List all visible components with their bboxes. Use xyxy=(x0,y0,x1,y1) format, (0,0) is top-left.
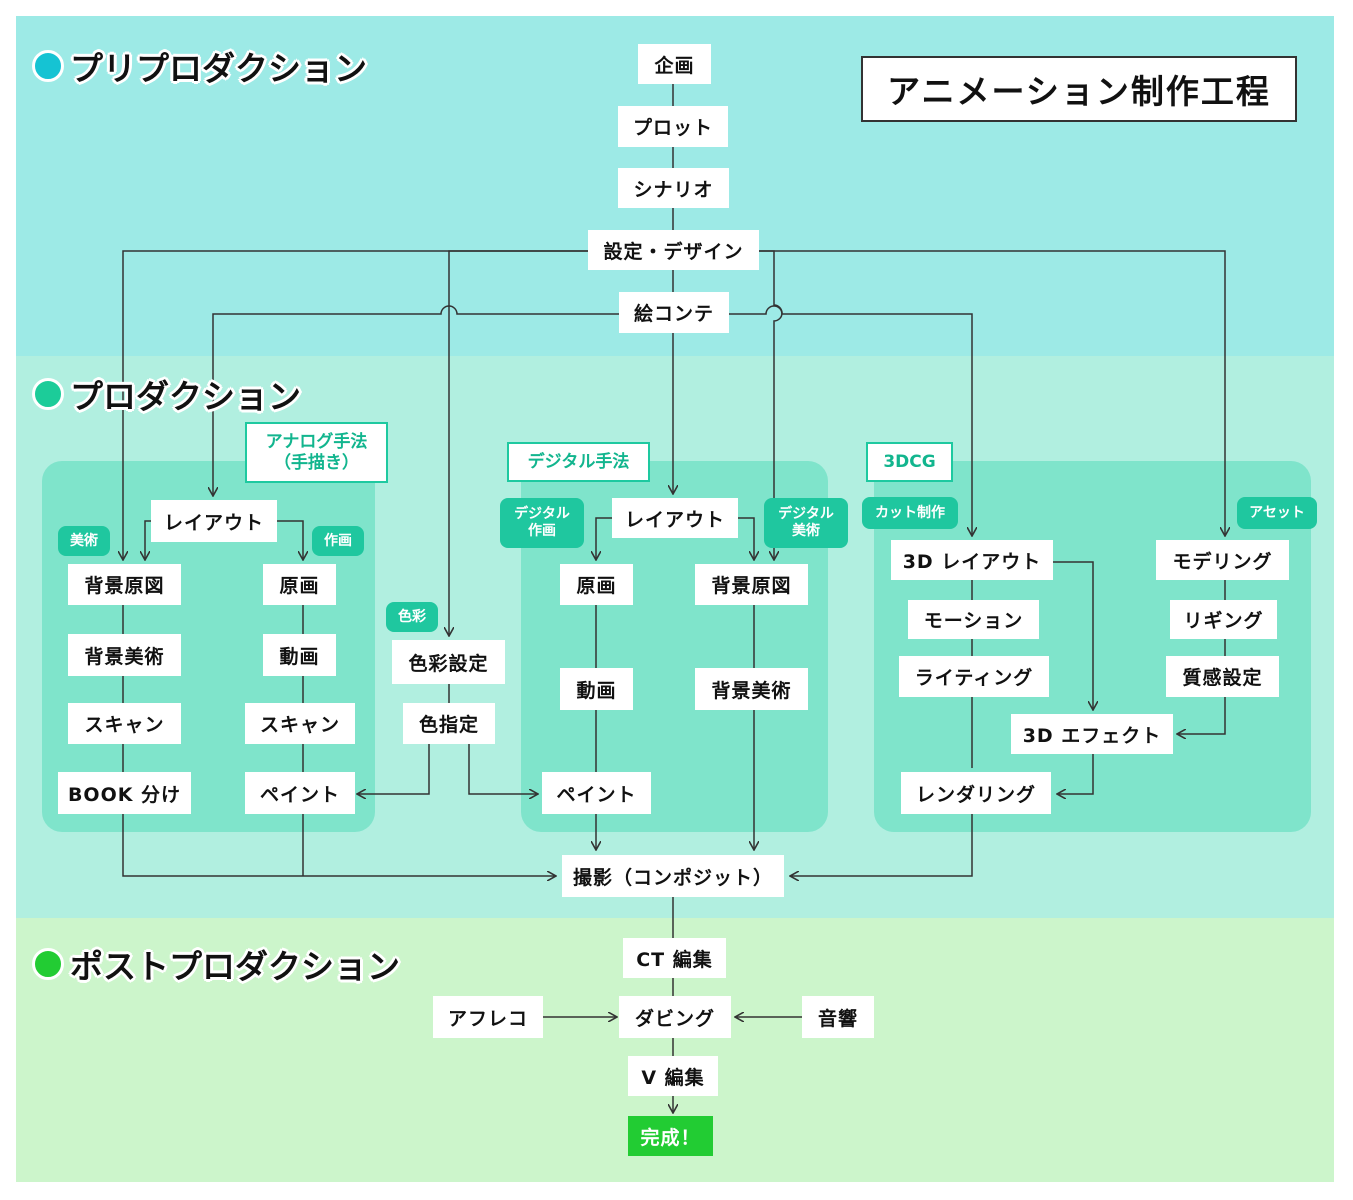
tag-shikisai: 色彩 xyxy=(386,602,438,632)
node-afureko: アフレコ xyxy=(433,996,543,1038)
node-analog-paint: ペイント xyxy=(245,772,355,814)
wire-dlayout-genga xyxy=(596,517,612,560)
wire-settei-model xyxy=(759,250,1225,536)
node-plot: プロット xyxy=(618,106,728,147)
tag-digital-sakuga: デジタル 作画 xyxy=(500,498,584,548)
tag-asset: アセット xyxy=(1237,497,1317,529)
node-v-henshu: V 編集 xyxy=(628,1056,718,1096)
node-analog-douga: 動画 xyxy=(263,634,336,676)
node-3d-layout: 3D レイアウト xyxy=(891,540,1053,580)
wire-ekonte-clayout xyxy=(729,305,972,536)
node-book-wake: BOOK 分け xyxy=(58,772,191,814)
node-scenario: シナリオ xyxy=(618,168,729,208)
phase-preproduction: プリプロダクション xyxy=(32,42,367,90)
node-onkyo: 音響 xyxy=(802,996,874,1038)
node-analog-haikei-bijutsu: 背景美術 xyxy=(68,634,181,676)
node-analog-scan-bg: スキャン xyxy=(68,703,181,744)
node-kikaku: 企画 xyxy=(638,44,711,84)
node-shikisai-settei: 色彩設定 xyxy=(392,640,505,684)
node-analog-genga: 原画 xyxy=(263,564,336,605)
wire-dlayout-haikei xyxy=(738,517,754,560)
tag-sakuga: 作画 xyxy=(312,526,364,556)
wire-cg-satsuei xyxy=(790,814,973,876)
node-ct-henshu: CT 編集 xyxy=(623,938,726,978)
method-digital: デジタル手法 xyxy=(507,442,650,482)
node-digital-genga: 原画 xyxy=(560,564,633,605)
node-digital-douga: 動画 xyxy=(560,668,633,710)
node-digital-haikei-genzu: 背景原図 xyxy=(695,564,808,605)
node-digital-paint: ペイント xyxy=(542,772,651,814)
wire-settei-haikei xyxy=(123,250,588,560)
node-kansei: 完成！ xyxy=(628,1116,713,1156)
node-analog-layout: レイアウト xyxy=(151,500,277,542)
wire-alayout-genga xyxy=(277,520,303,560)
wire-clayout-effect xyxy=(1053,561,1093,710)
node-modeling: モデリング xyxy=(1156,540,1289,580)
node-3d-effect: 3D エフェクト xyxy=(1011,714,1173,754)
phase-postproduction: ポストプロダクション xyxy=(32,940,400,988)
tag-digital-bijutsu: デジタル 美術 xyxy=(764,498,848,548)
phase-pro-dot xyxy=(32,378,64,410)
node-digital-haikei-bijutsu: 背景美術 xyxy=(695,668,808,710)
wire-shitei-apaint xyxy=(357,744,430,794)
phase-post-dot xyxy=(32,948,64,980)
node-ekonte: 絵コンテ xyxy=(619,292,729,333)
tag-bijutsu: 美術 xyxy=(58,526,110,556)
phase-production: プロダクション xyxy=(32,370,301,418)
node-motion: モーション xyxy=(908,600,1039,639)
wire-shitei-dpaint xyxy=(468,744,538,794)
node-shitsukan-settei: 質感設定 xyxy=(1166,656,1279,697)
wire-effect-render xyxy=(1057,754,1094,794)
node-analog-scan-sakuga: スキャン xyxy=(245,703,355,744)
wire-ekonte-alayout xyxy=(213,305,619,496)
node-iro-shitei: 色指定 xyxy=(403,703,495,744)
tag-cut-production: カット制作 xyxy=(862,497,958,529)
method-3dcg: 3DCG xyxy=(866,442,953,482)
node-digital-layout: レイアウト xyxy=(612,498,738,538)
node-analog-haikei-genzu: 背景原図 xyxy=(68,564,181,605)
wire-shitsu-effect xyxy=(1177,697,1226,734)
diagram-title: アニメーション制作工程 xyxy=(861,56,1297,122)
method-analog: アナログ手法 （手描き） xyxy=(245,422,388,483)
wire-settei-shikisai xyxy=(449,250,588,636)
phase-pre-dot xyxy=(32,50,64,82)
node-rigging: リギング xyxy=(1170,600,1277,639)
node-settei-design: 設定・デザイン xyxy=(588,230,759,270)
node-rendering: レンダリング xyxy=(901,772,1051,814)
phase-pre-label: プリプロダクション xyxy=(70,49,367,88)
node-satsuei-composite: 撮影（コンポジット） xyxy=(562,855,784,897)
wire-analog-satsuei xyxy=(122,814,556,876)
wire-alayout-haikei xyxy=(145,520,151,560)
node-lighting: ライティング xyxy=(899,656,1049,697)
phase-post-label: ポストプロダクション xyxy=(70,947,400,986)
node-dubbing: ダビング xyxy=(619,996,731,1038)
phase-pro-label: プロダクション xyxy=(70,377,301,416)
